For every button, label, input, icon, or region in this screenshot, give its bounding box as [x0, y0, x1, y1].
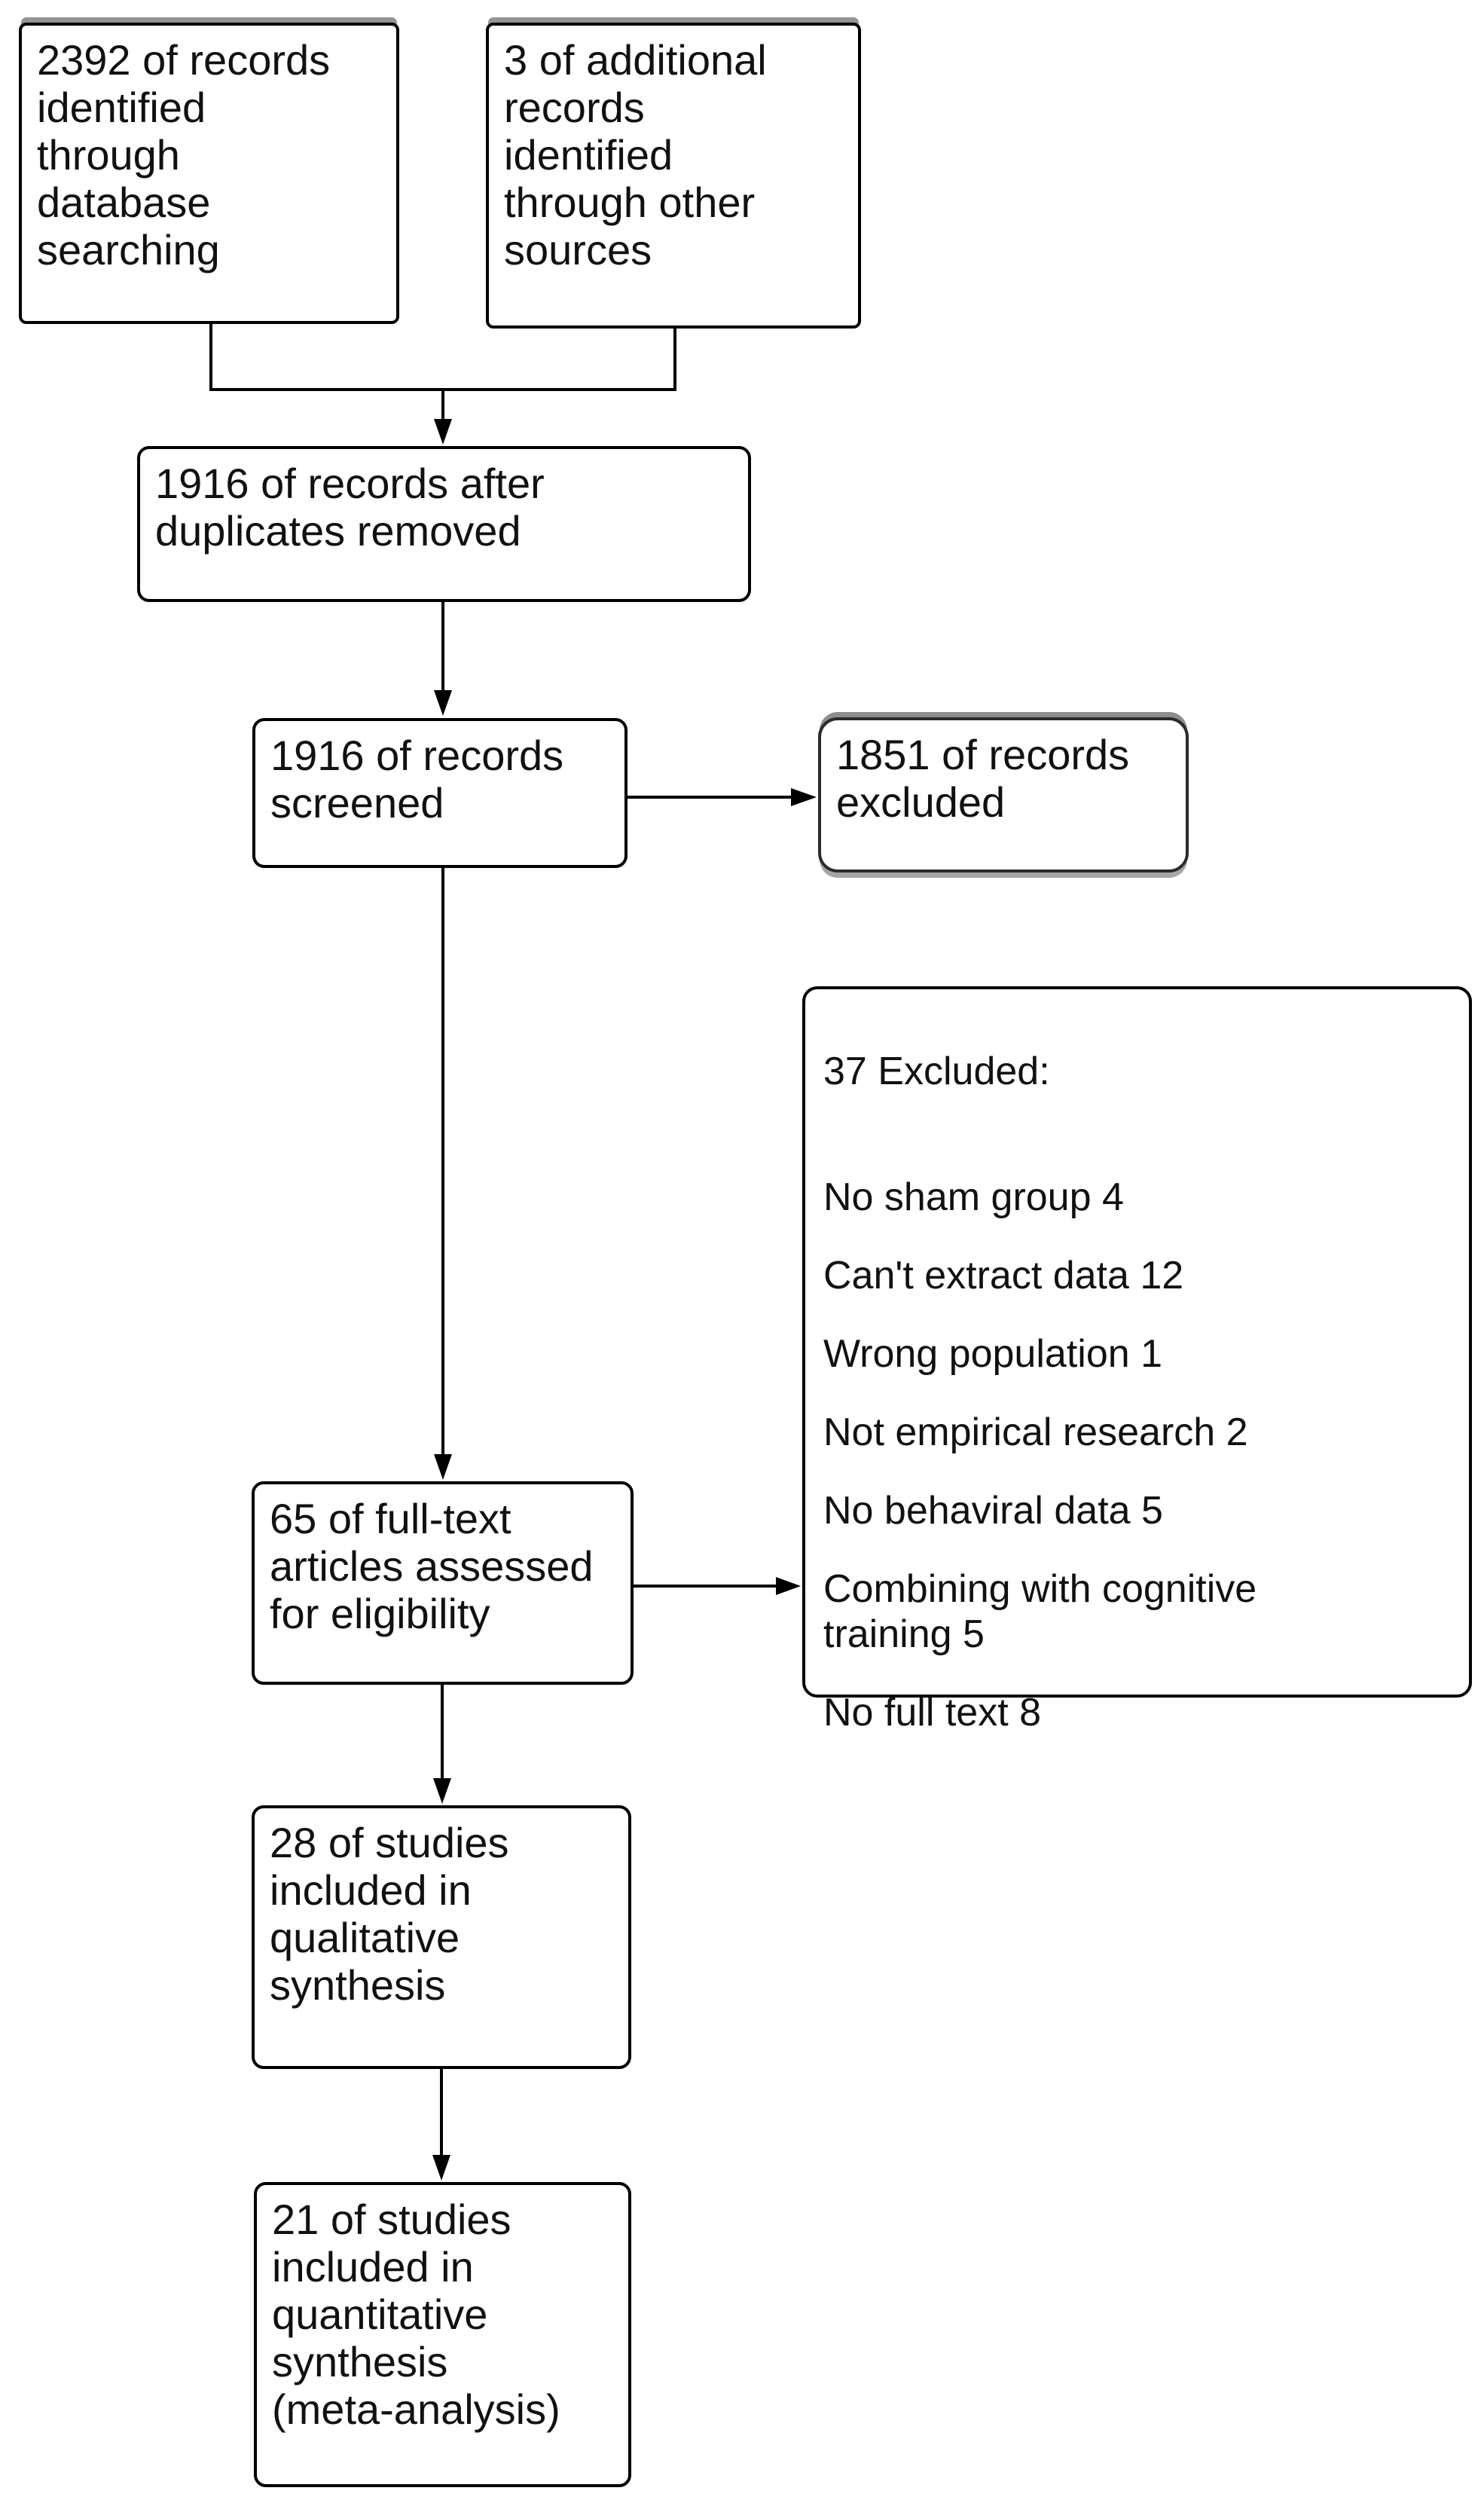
node-exclusion-reasons: 37 Excluded: No sham group 4 Can't extrac… [802, 986, 1472, 1734]
exclusion-reason-item: Not empirical research 2 [823, 1410, 1248, 1454]
arrowhead-to-fulltext [434, 1454, 452, 1480]
arrowhead-to-duplicates [434, 419, 452, 445]
node-qualitative-synthesis: 28 of studies included in qualitative sy… [252, 1805, 631, 2069]
node-quantitative-synthesis: 21 of studies included in quantitative s… [254, 2182, 631, 2487]
arrowhead-to-qualitative [433, 1778, 451, 1804]
exclusion-reason-item: No behaviral data 5 [823, 1489, 1163, 1533]
exclusion-reasons-heading: 37 Excluded: [823, 1050, 1050, 1093]
connector-merge-identification [209, 324, 676, 391]
arrowhead-to-screened [434, 690, 452, 716]
node-records-excluded: 1851 of records excluded [818, 717, 1189, 873]
exclusion-reasons-list: No sham group 4 Can't extract data 12 Wron… [823, 1175, 1451, 1735]
node-fulltext-assessed: 65 of full-text articles assessed for el… [252, 1481, 634, 1685]
arrowhead-to-reasons [776, 1577, 801, 1595]
exclusion-reason-item: Combining with cognitive training 5 [823, 1567, 1257, 1656]
arrowhead-to-quantitative [432, 2155, 450, 2181]
node-records-identified-other-sources: 3 of additional records identified throu… [486, 23, 861, 329]
node-records-after-duplicates: 1916 of records after duplicates removed [137, 446, 751, 602]
arrowhead-to-records-excluded [791, 788, 817, 806]
exclusion-reason-item: Can't extract data 12 [823, 1254, 1184, 1297]
exclusion-reason-item: No sham group 4 [823, 1175, 1124, 1219]
exclusion-reason-item: No full text 8 [823, 1691, 1042, 1734]
exclusion-reason-item: Wrong population 1 [823, 1332, 1163, 1376]
node-records-screened: 1916 of records screened [252, 718, 627, 868]
node-records-identified-database: 2392 of records identified through datab… [19, 23, 399, 324]
